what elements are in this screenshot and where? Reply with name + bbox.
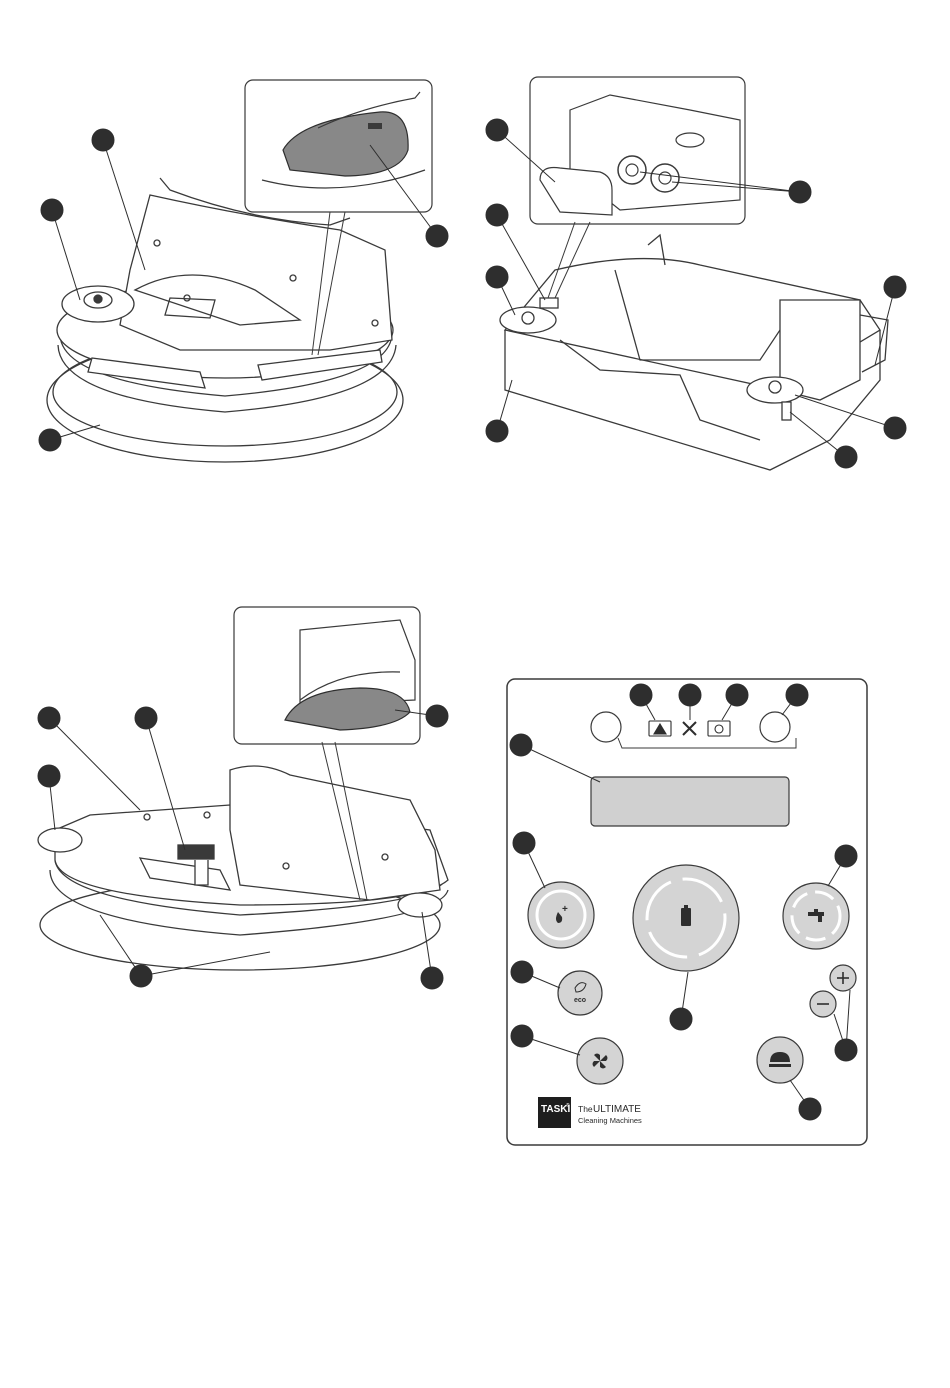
callout-marker: [884, 417, 906, 439]
handle-grip: [178, 845, 214, 859]
latch: [368, 123, 382, 129]
wheel: [500, 307, 556, 333]
minus-button[interactable]: [810, 991, 836, 1017]
callout-marker: [835, 845, 857, 867]
callout-marker: [510, 734, 532, 756]
callout-marker: [486, 204, 508, 226]
callout-marker: [835, 446, 857, 468]
clip: [540, 298, 558, 308]
leader: [52, 210, 80, 300]
brush-button[interactable]: [757, 1037, 803, 1083]
leader: [497, 215, 545, 300]
fan-icon: [593, 1054, 608, 1069]
callout-marker: [486, 266, 508, 288]
taski-logo: TASKI ®: [538, 1097, 571, 1128]
tagline-main: ULTIMATE: [593, 1104, 641, 1115]
handle-post: [195, 860, 208, 885]
wheel-axle: [94, 295, 102, 303]
control-panel: + eco: [507, 679, 867, 1145]
tagline-prefix: The: [578, 1104, 593, 1114]
rear-housing: [230, 766, 440, 900]
callout-marker: [630, 684, 652, 706]
detergent-button[interactable]: +: [528, 882, 594, 948]
plus-button[interactable]: [830, 965, 856, 991]
wheel: [398, 893, 442, 917]
callout-marker: [511, 961, 533, 983]
callout-marker: [486, 119, 508, 141]
callout-marker: [799, 1098, 821, 1120]
leader: [103, 140, 145, 270]
callout-marker: [92, 129, 114, 151]
callout-marker: [786, 684, 808, 706]
callout-marker: [41, 199, 63, 221]
tagline-sub: Cleaning Machines: [578, 1116, 642, 1125]
housing-body: [120, 195, 392, 350]
battery-icon: [681, 908, 691, 926]
callout-marker: [884, 276, 906, 298]
figure-machine-front: [47, 178, 403, 462]
vacuum-button[interactable]: [577, 1038, 623, 1084]
roller: [618, 156, 646, 184]
callout-marker: [38, 707, 60, 729]
callout-marker: [421, 967, 443, 989]
callout-marker: [486, 420, 508, 442]
callout-marker: [511, 1025, 533, 1047]
clip: [782, 402, 791, 420]
callout-marker: [135, 707, 157, 729]
callout-marker: [38, 765, 60, 787]
callout-marker: [670, 1008, 692, 1030]
eco-button[interactable]: eco: [558, 971, 602, 1015]
callout-marker: [130, 965, 152, 987]
callout-marker: [679, 684, 701, 706]
status-led-left: [591, 712, 621, 742]
svg-text:+: +: [562, 904, 568, 915]
inset-wheel: [676, 133, 704, 147]
status-led-right: [760, 712, 790, 742]
callout-marker: [39, 429, 61, 451]
brand-mark: ®: [566, 1102, 570, 1109]
callout-marker: [513, 832, 535, 854]
lcd-display: [591, 777, 789, 826]
leader: [49, 718, 140, 810]
callout-marker: [426, 705, 448, 727]
callout-marker: [835, 1039, 857, 1061]
water-button[interactable]: [783, 883, 849, 949]
callout-marker: [726, 684, 748, 706]
eco-label: eco: [574, 997, 586, 1004]
wheel: [38, 828, 82, 852]
figure-machine-rear: [38, 766, 448, 970]
roller: [651, 164, 679, 192]
callout-marker: [789, 181, 811, 203]
main-power-button[interactable]: [633, 865, 739, 971]
callout-marker: [426, 225, 448, 247]
